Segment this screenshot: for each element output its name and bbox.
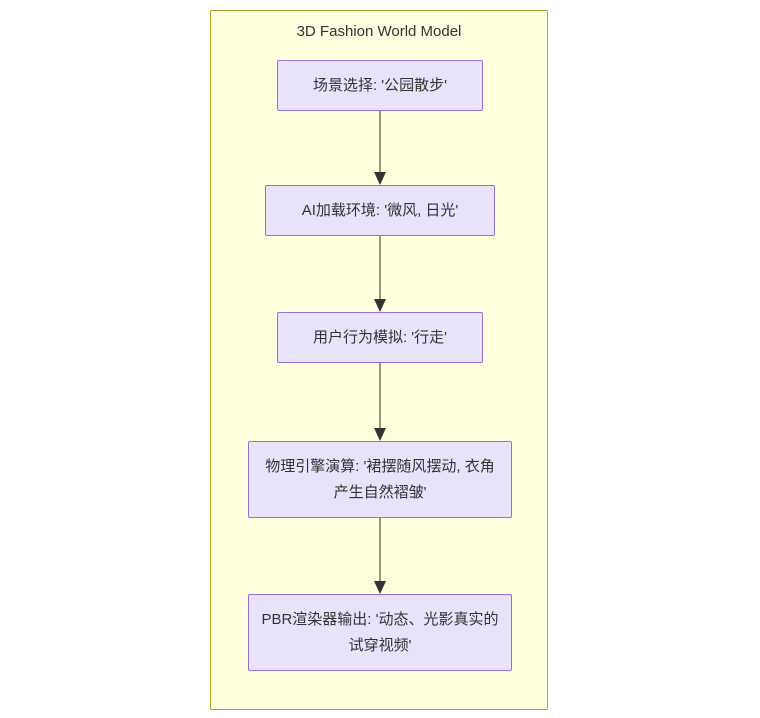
node-label: 场景选择: '公园散步' — [312, 76, 448, 94]
subgraph-title: 3D Fashion World Model — [296, 23, 462, 40]
node-scene-selection[interactable]: 场景选择: '公园散步' — [277, 60, 483, 111]
node-label: AI加载环境: '微风, 日光' — [301, 201, 459, 219]
node-ai-environment-load[interactable]: AI加载环境: '微风, 日光' — [265, 185, 495, 236]
node-label: 用户行为模拟: '行走' — [312, 328, 448, 346]
node-physics-engine-computation[interactable]: 物理引擎演算: '裙摆随风摆动, 衣角产生自然褶皱' — [248, 441, 512, 518]
node-label: PBR渲染器输出: '动态、光影真实的试穿视频' — [261, 610, 499, 654]
node-label: 物理引擎演算: '裙摆随风摆动, 衣角产生自然褶皱' — [265, 457, 495, 501]
node-pbr-renderer-output[interactable]: PBR渲染器输出: '动态、光影真实的试穿视频' — [248, 594, 512, 671]
node-user-behavior-simulation[interactable]: 用户行为模拟: '行走' — [277, 312, 483, 363]
